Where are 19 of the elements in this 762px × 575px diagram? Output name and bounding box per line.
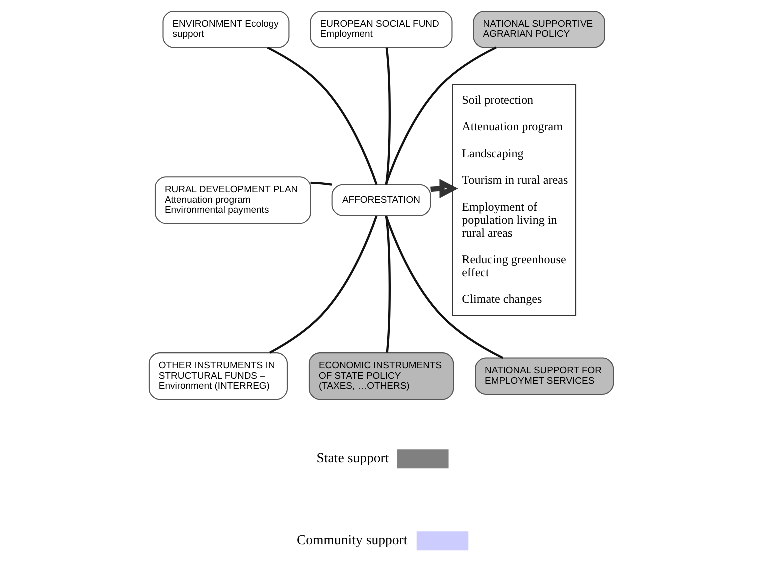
connector: [268, 216, 378, 354]
node-box: NATIONAL SUPPORT FOR EMPLOYMET SERVICES: [474, 358, 614, 395]
connector: [310, 182, 332, 186]
arrow: [430, 179, 458, 199]
node-box: AFFORESTATION: [331, 184, 431, 216]
node-box: Soil protection Attenuation program Landscaping Tourism in rural areas Employment of population living in rural areas Reducing greenhouse effect Climate changes: [452, 84, 576, 316]
connector: [266, 46, 378, 186]
connector: [384, 46, 496, 186]
node-box: EUROPEAN SOCIAL FUND Employment: [310, 10, 452, 48]
node-box: ECONOMIC INSTRUMENTS OF STATE POLICY (TAXES, …OTHERS): [308, 352, 454, 400]
node-box: RURAL DEVELOPMENT PLAN Attenuation program Environmental payments: [154, 176, 311, 224]
legend-label: Community support: [296, 532, 408, 548]
connector: [384, 216, 504, 360]
legend-label: State support: [316, 450, 389, 466]
node-box: ENVIRONMENT Ecology support: [162, 10, 290, 48]
node-box: NATIONAL SUPPORTIVE AGRARIAN POLICY: [472, 10, 605, 48]
node-box: OTHER INSTRUMENTS IN STRUCTURAL FUNDS – Environment (INTERREG): [148, 352, 288, 400]
connector: [384, 216, 390, 353]
connector: [384, 48, 390, 185]
